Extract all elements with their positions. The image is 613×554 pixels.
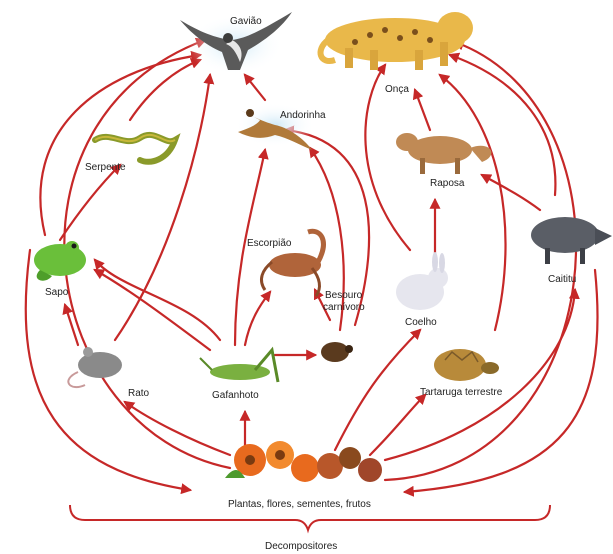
fox-illustration: [396, 133, 491, 174]
arrow-caititu-to-jaguar: [450, 55, 555, 195]
label-raposa: Raposa: [430, 178, 465, 189]
turtle-illustration: [434, 349, 499, 381]
label-sapo: Sapo: [45, 287, 69, 298]
caititu-illustration: [531, 217, 612, 264]
rabbit-illustration: [396, 252, 448, 310]
plants-illustration: [225, 441, 382, 482]
label-andorinha: Andorinha: [280, 110, 326, 121]
arrow-turtle-to-jaguar: [440, 75, 506, 330]
arrow-plants-to-turtle: [370, 395, 425, 455]
arrow-scorpion-to-rat: [95, 260, 220, 340]
label-tartaruga: Tartaruga terrestre: [420, 387, 503, 398]
arrow-grasshopper-to-frog: [95, 270, 210, 350]
label-besouro-line1: Besouro: [325, 290, 363, 301]
beetle-illustration: [321, 342, 353, 362]
label-gaviao: Gavião: [230, 16, 262, 27]
arrow-swallow-to-hawk: [245, 75, 265, 100]
jaguar-illustration: [321, 12, 473, 70]
label-plantas: Plantas, flores, sementes, frutos: [228, 499, 371, 510]
label-gafanhoto: Gafanhoto: [212, 390, 259, 401]
arrow-snake-to-hawk: [130, 60, 200, 120]
arrow-grasshopper-to-scorpion: [245, 292, 270, 345]
label-serpente: Serpente: [85, 162, 126, 173]
label-caititu: Caititu: [548, 274, 576, 285]
label-decompositores: Decompositores: [265, 541, 337, 552]
label-besouro-line2: carnívoro: [323, 302, 365, 313]
label-coelho: Coelho: [405, 317, 437, 328]
arrow-plants-to-rat: [125, 402, 230, 455]
grasshopper-illustration: [200, 350, 278, 382]
arrow-fox-to-jaguar: [415, 90, 430, 130]
frog-illustration: [34, 241, 86, 281]
arrow-caititu-to-fox: [482, 175, 540, 210]
label-escorpiao: Escorpião: [247, 238, 292, 249]
label-onca: Onça: [385, 84, 409, 95]
label-rato: Rato: [128, 388, 150, 399]
snake-illustration: [95, 135, 175, 162]
arrow-rat-to-frog: [65, 305, 78, 345]
rat-illustration: [68, 347, 122, 387]
